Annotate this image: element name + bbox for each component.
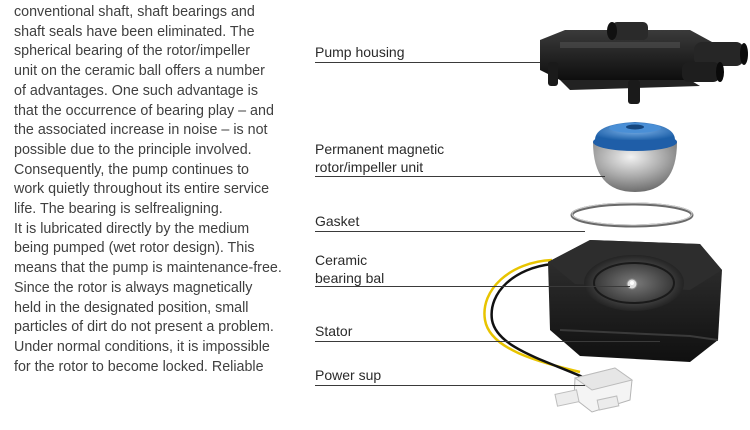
body-text-line: that the occurrence of bearing play – an… (14, 102, 274, 119)
gasket-part (570, 202, 694, 228)
label-line: Stator (315, 323, 353, 339)
power-wires (483, 258, 586, 380)
leader-line (315, 231, 585, 232)
body-text: conventional shaft, shaft bearings and s… (14, 3, 296, 377)
label-line: Gasket (315, 213, 360, 229)
body-text-line: Under normal conditions, it is impossibl… (14, 338, 270, 355)
rotor-impeller-part (593, 122, 677, 192)
leader-line (315, 286, 630, 287)
label-line: Ceramic (315, 252, 368, 268)
leader-line (315, 62, 540, 63)
label-pump-housing: Pump housing (315, 43, 405, 61)
body-text-line: held in the designated position, small (14, 299, 249, 316)
label-line: Permanent magnetic (315, 141, 445, 157)
body-text-line: unit on the ceramic ball offers a number (14, 63, 265, 80)
body-text-line: means that the pump is maintenance-free. (14, 260, 282, 277)
body-text-line: particles of dirt do not present a probl… (14, 319, 274, 336)
label-stator: Stator (315, 322, 352, 340)
label-line: Pump housing (315, 44, 405, 60)
pump-housing-part (540, 22, 748, 104)
body-text-line: life. The bearing is selfrealigning. (14, 201, 223, 218)
body-text-line: shaft seals have been eliminated. The (14, 23, 255, 40)
body-text-line: Since the rotor is always magnetically (14, 279, 253, 296)
label-rotor: Permanent magnetic rotor/impeller unit (315, 140, 444, 176)
leader-line (315, 385, 585, 386)
body-text-line: work quietly throughout its entire servi… (14, 181, 270, 198)
body-text-line: of advantages. One such advantage is (14, 82, 259, 99)
label-power-supply: Power sup (315, 366, 381, 384)
body-text-line: for the rotor to become locked. Reliable (14, 358, 264, 375)
label-gasket: Gasket (315, 212, 359, 230)
body-text-line: Consequently, the pump continues to (14, 161, 249, 178)
leader-line (315, 176, 605, 177)
label-ceramic: Ceramic bearing bal (315, 251, 384, 287)
body-text-line: being pumped (wet rotor design). This (14, 240, 255, 257)
label-line: Power sup (315, 367, 382, 383)
body-text-line: It is lubricated directly by the medium (14, 220, 250, 237)
power-connector (554, 367, 634, 413)
body-text-line: the associated increase in noise – is no… (14, 122, 268, 139)
leader-line (315, 341, 660, 342)
label-line: rotor/impeller unit (315, 159, 424, 175)
body-text-line: conventional shaft, shaft bearings and (14, 4, 255, 20)
body-text-line: possible due to the principle involved. (14, 141, 252, 158)
label-line: bearing bal (315, 270, 385, 286)
body-text-line: spherical bearing of the rotor/impeller (14, 43, 251, 60)
stator-part (548, 240, 722, 362)
